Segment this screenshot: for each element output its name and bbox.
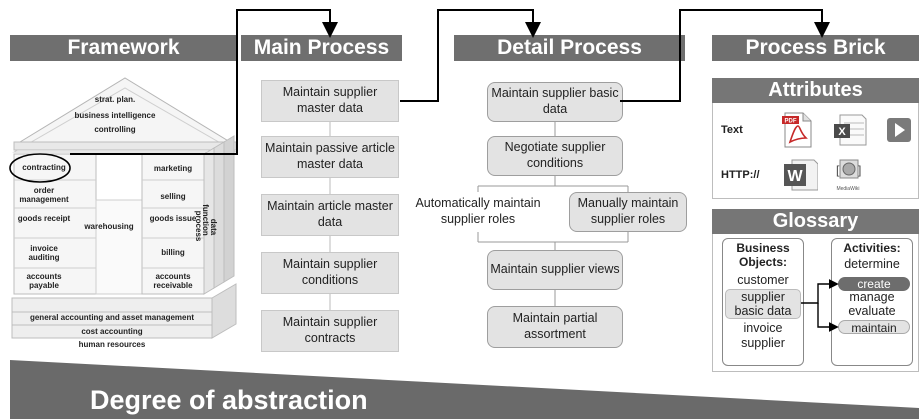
activities-title: Activities: bbox=[843, 241, 901, 255]
detail-process-step: Maintain supplier views bbox=[487, 250, 623, 290]
mediawiki-label: MediaWiki bbox=[836, 186, 860, 192]
business-object-customer: customer bbox=[737, 273, 789, 287]
business-object-invoice: invoice bbox=[743, 321, 783, 335]
business-object-highlight bbox=[725, 289, 801, 319]
main-process-step: Maintain supplier conditions bbox=[261, 252, 399, 294]
fw-order-management: order management bbox=[19, 186, 69, 205]
fw-goods-receipt: goods receipt bbox=[17, 214, 71, 223]
fw-human-resources: human resources bbox=[78, 340, 146, 349]
attributes-title: Attributes bbox=[712, 78, 919, 103]
detail-process-step: Maintain partial assortment bbox=[487, 306, 623, 348]
detail-process-step: Negotiate supplier conditions bbox=[487, 136, 623, 176]
attribute-type-http: HTTP:// bbox=[721, 169, 760, 181]
activity-evaluate: evaluate bbox=[848, 304, 896, 318]
video-icon[interactable] bbox=[887, 118, 911, 142]
business-object-supplier-basic-data[interactable]: supplier basic data bbox=[734, 290, 792, 319]
abstraction-label: Degree of abstraction bbox=[90, 385, 368, 415]
detail-process-step: Manually maintain supplier roles bbox=[569, 192, 687, 232]
fw-marketing: marketing bbox=[153, 164, 193, 173]
mediawiki-icon[interactable]: [ ] bbox=[832, 158, 866, 186]
activity-manage: manage bbox=[849, 290, 895, 304]
business-objects-title: Business Objects: bbox=[736, 241, 790, 270]
fw-roof-business-intelligence: business intelligence bbox=[74, 111, 156, 120]
svg-text:[: [ bbox=[836, 163, 840, 177]
fw-accounts-payable: accounts payable bbox=[26, 272, 62, 291]
fw-cost-accounting: cost accounting bbox=[81, 327, 143, 336]
detail-process-step: Automatically maintain supplier roles bbox=[415, 196, 541, 226]
fw-contracting: contracting bbox=[22, 163, 66, 172]
fw-roof-controlling: controlling bbox=[94, 125, 136, 134]
pdf-icon[interactable]: PDF bbox=[782, 112, 814, 148]
activity-determine: determine bbox=[844, 257, 900, 271]
fw-goods-issue: goods issue bbox=[149, 214, 197, 223]
excel-icon[interactable]: X bbox=[834, 113, 868, 147]
fw-selling: selling bbox=[160, 192, 186, 201]
activity-create[interactable]: create bbox=[838, 277, 910, 291]
fw-invoice-auditing: invoice auditing bbox=[28, 244, 60, 263]
main-process-step: Maintain article master data bbox=[261, 194, 399, 236]
attribute-type-text: Text bbox=[721, 124, 743, 136]
svg-text:X: X bbox=[838, 126, 846, 138]
main-process-step: Maintain supplier contracts bbox=[261, 310, 399, 352]
header-process-brick: Process Brick bbox=[712, 35, 919, 61]
detail-process-step: Maintain supplier basic data bbox=[487, 82, 623, 122]
main-process-step: Maintain supplier master data bbox=[261, 80, 399, 122]
svg-text:]: ] bbox=[858, 163, 861, 177]
abstraction-wedge bbox=[10, 360, 919, 419]
word-icon[interactable]: W bbox=[784, 158, 818, 192]
fw-accounts-receivable: accounts receivable bbox=[153, 272, 193, 291]
header-main-process: Main Process bbox=[241, 35, 402, 61]
fw-general-accounting: general accounting and asset management bbox=[29, 313, 195, 322]
business-object-supplier: supplier bbox=[741, 336, 785, 350]
fw-side-function: function bbox=[201, 204, 210, 236]
activities-panel bbox=[831, 238, 913, 366]
header-detail-process: Detail Process bbox=[454, 35, 685, 61]
main-process-step: Maintain passive article master data bbox=[261, 136, 399, 178]
fw-billing: billing bbox=[161, 248, 185, 257]
header-framework: Framework bbox=[10, 35, 237, 61]
svg-text:PDF: PDF bbox=[785, 119, 797, 125]
fw-side-data: data bbox=[209, 218, 218, 236]
svg-text:W: W bbox=[787, 168, 803, 185]
activity-maintain[interactable]: maintain bbox=[838, 320, 910, 335]
fw-roof-strat-plan: strat. plan. bbox=[94, 95, 136, 104]
glossary-title: Glossary bbox=[712, 209, 919, 234]
fw-warehousing: warehousing bbox=[84, 222, 134, 231]
